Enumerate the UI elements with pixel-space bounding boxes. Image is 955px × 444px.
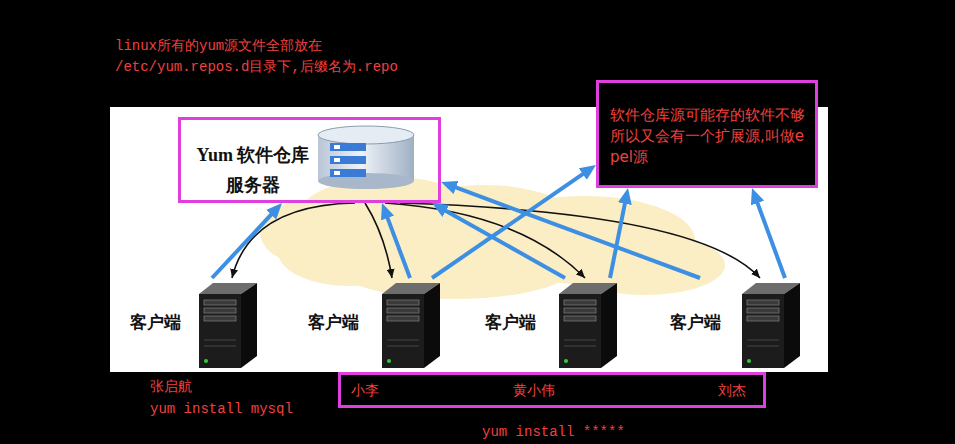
client-label: 客户端: [670, 312, 721, 332]
client-node: 客户端: [665, 278, 806, 370]
request-arrow: [450, 185, 700, 278]
drive-bay: [747, 316, 779, 321]
person-name: 刘杰: [718, 380, 746, 400]
drive-bay: [747, 300, 779, 305]
person-name: 小李: [351, 380, 379, 400]
cloud: [260, 177, 725, 299]
vent-line: [564, 346, 596, 347]
disk-bar: [330, 169, 366, 177]
disk-slot: [334, 171, 340, 175]
request-arrow: [755, 197, 785, 278]
drive-bay: [564, 316, 596, 321]
drive-bay: [204, 308, 236, 313]
client-label: 客户端: [485, 312, 536, 332]
server-icon: [555, 280, 621, 370]
distribution-arrow: [232, 203, 355, 278]
names-box: 小李 黄小伟 刘杰: [338, 372, 766, 408]
server-front: [382, 294, 424, 368]
client-node: 客户端: [303, 278, 446, 370]
vent-line: [204, 340, 236, 341]
drive-bay: [387, 308, 419, 313]
request-arrow: [385, 212, 410, 278]
repository-cylinder: [318, 126, 414, 189]
disk-bar: [330, 143, 366, 151]
power-led: [387, 359, 391, 363]
vent-line: [387, 340, 419, 341]
drive-bay: [387, 300, 419, 305]
drive-bay: [387, 316, 419, 321]
drive-bay: [204, 316, 236, 321]
server-label: Yum 软件仓库 服务器: [191, 140, 315, 200]
annotation-label: yum install mysql: [150, 399, 293, 420]
vent-line: [564, 340, 596, 341]
server-side: [424, 283, 440, 368]
vent-line: [747, 340, 779, 341]
power-led: [204, 359, 208, 363]
drive-bay: [204, 300, 236, 305]
annotation-label: yum install *****: [482, 422, 625, 443]
power-led: [747, 359, 751, 363]
server-icon-holder: [738, 280, 804, 370]
annotation-label: linux所有的yum源文件全部放在 /etc/yum.repos.d目录下,后…: [115, 36, 415, 78]
server-front: [742, 294, 784, 368]
request-arrow: [441, 208, 565, 278]
note-box: 软件仓库源可能存的软件不够所以又会有一个扩展源,叫做epel源: [596, 80, 818, 188]
server-icon: [195, 280, 261, 370]
server-box: Yum 软件仓库 服务器: [178, 117, 441, 203]
request-arrow: [610, 198, 626, 278]
client-node: 客户端: [480, 278, 624, 370]
cylinder-top: [318, 126, 414, 144]
server-icon: [738, 280, 804, 370]
annotation-label: 张启航: [150, 376, 192, 397]
drive-bay: [564, 300, 596, 305]
vent-line: [204, 346, 236, 347]
server-front: [559, 294, 601, 368]
server-front: [199, 294, 241, 368]
person-name: 黄小伟: [513, 380, 555, 400]
disk-bar: [330, 156, 366, 164]
server-icon-holder: [555, 280, 621, 370]
drive-bay: [747, 308, 779, 313]
server-icon-holder: [195, 280, 261, 370]
server-icon-holder: [378, 280, 444, 370]
disk-slot: [334, 145, 340, 149]
client-node: 客户端: [125, 278, 265, 370]
request-arrow: [212, 210, 275, 278]
server-side: [784, 283, 800, 368]
server-side: [601, 283, 617, 368]
note-text: 软件仓库源可能存的软件不够所以又会有一个扩展源,叫做epel源: [610, 105, 808, 168]
disk-slot: [334, 158, 340, 162]
client-label: 客户端: [130, 312, 181, 332]
power-led: [564, 359, 568, 363]
server-icon: [378, 280, 444, 370]
vent-line: [747, 346, 779, 347]
distribution-arrow: [400, 203, 760, 278]
vent-line: [387, 346, 419, 347]
client-label: 客户端: [308, 312, 359, 332]
drive-bay: [564, 308, 596, 313]
server-side: [241, 283, 257, 368]
